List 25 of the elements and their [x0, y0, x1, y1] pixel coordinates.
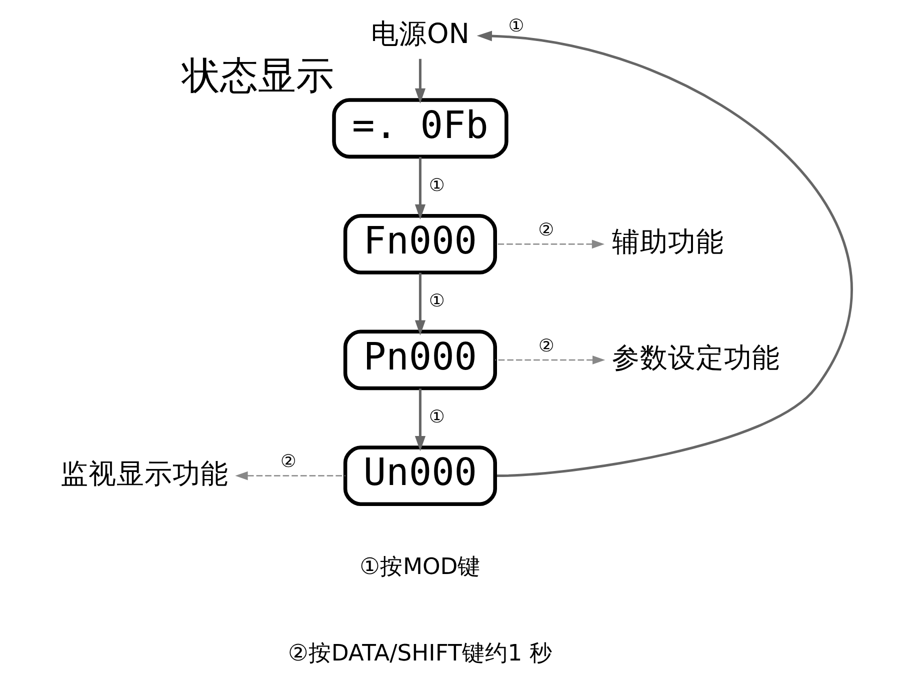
node-text: 辅助功能 — [612, 225, 724, 258]
node-box: Fn000 — [342, 214, 496, 274]
node-text: 电源ON — [370, 16, 469, 50]
label: ②按DATA/SHIFT键约1 秒 — [288, 640, 552, 667]
node-text: 参数设定功能 — [611, 341, 780, 374]
arrow — [494, 356, 605, 364]
arrow — [234, 471, 345, 480]
node-label: 状态显示 — [181, 54, 334, 98]
edge-label: ② — [538, 336, 554, 356]
arrow — [414, 272, 426, 336]
edge-label: ① — [428, 176, 444, 196]
node-box: =. 0Fb — [332, 98, 508, 159]
edge-label: ② — [538, 220, 554, 241]
edge-label: ② — [280, 452, 296, 472]
node-box: Pn000 — [342, 330, 496, 390]
edge-label: ① — [428, 408, 444, 428]
node-box: Un000 — [342, 446, 496, 506]
arrow — [414, 388, 426, 452]
edge-label: ① — [428, 292, 444, 312]
edge-label: ① — [508, 16, 524, 37]
arrow — [414, 157, 426, 220]
node-text: 监视显示功能 — [60, 456, 228, 490]
label: ①按MOD键 — [359, 554, 480, 580]
arrow — [476, 30, 852, 478]
arrow — [414, 58, 426, 104]
